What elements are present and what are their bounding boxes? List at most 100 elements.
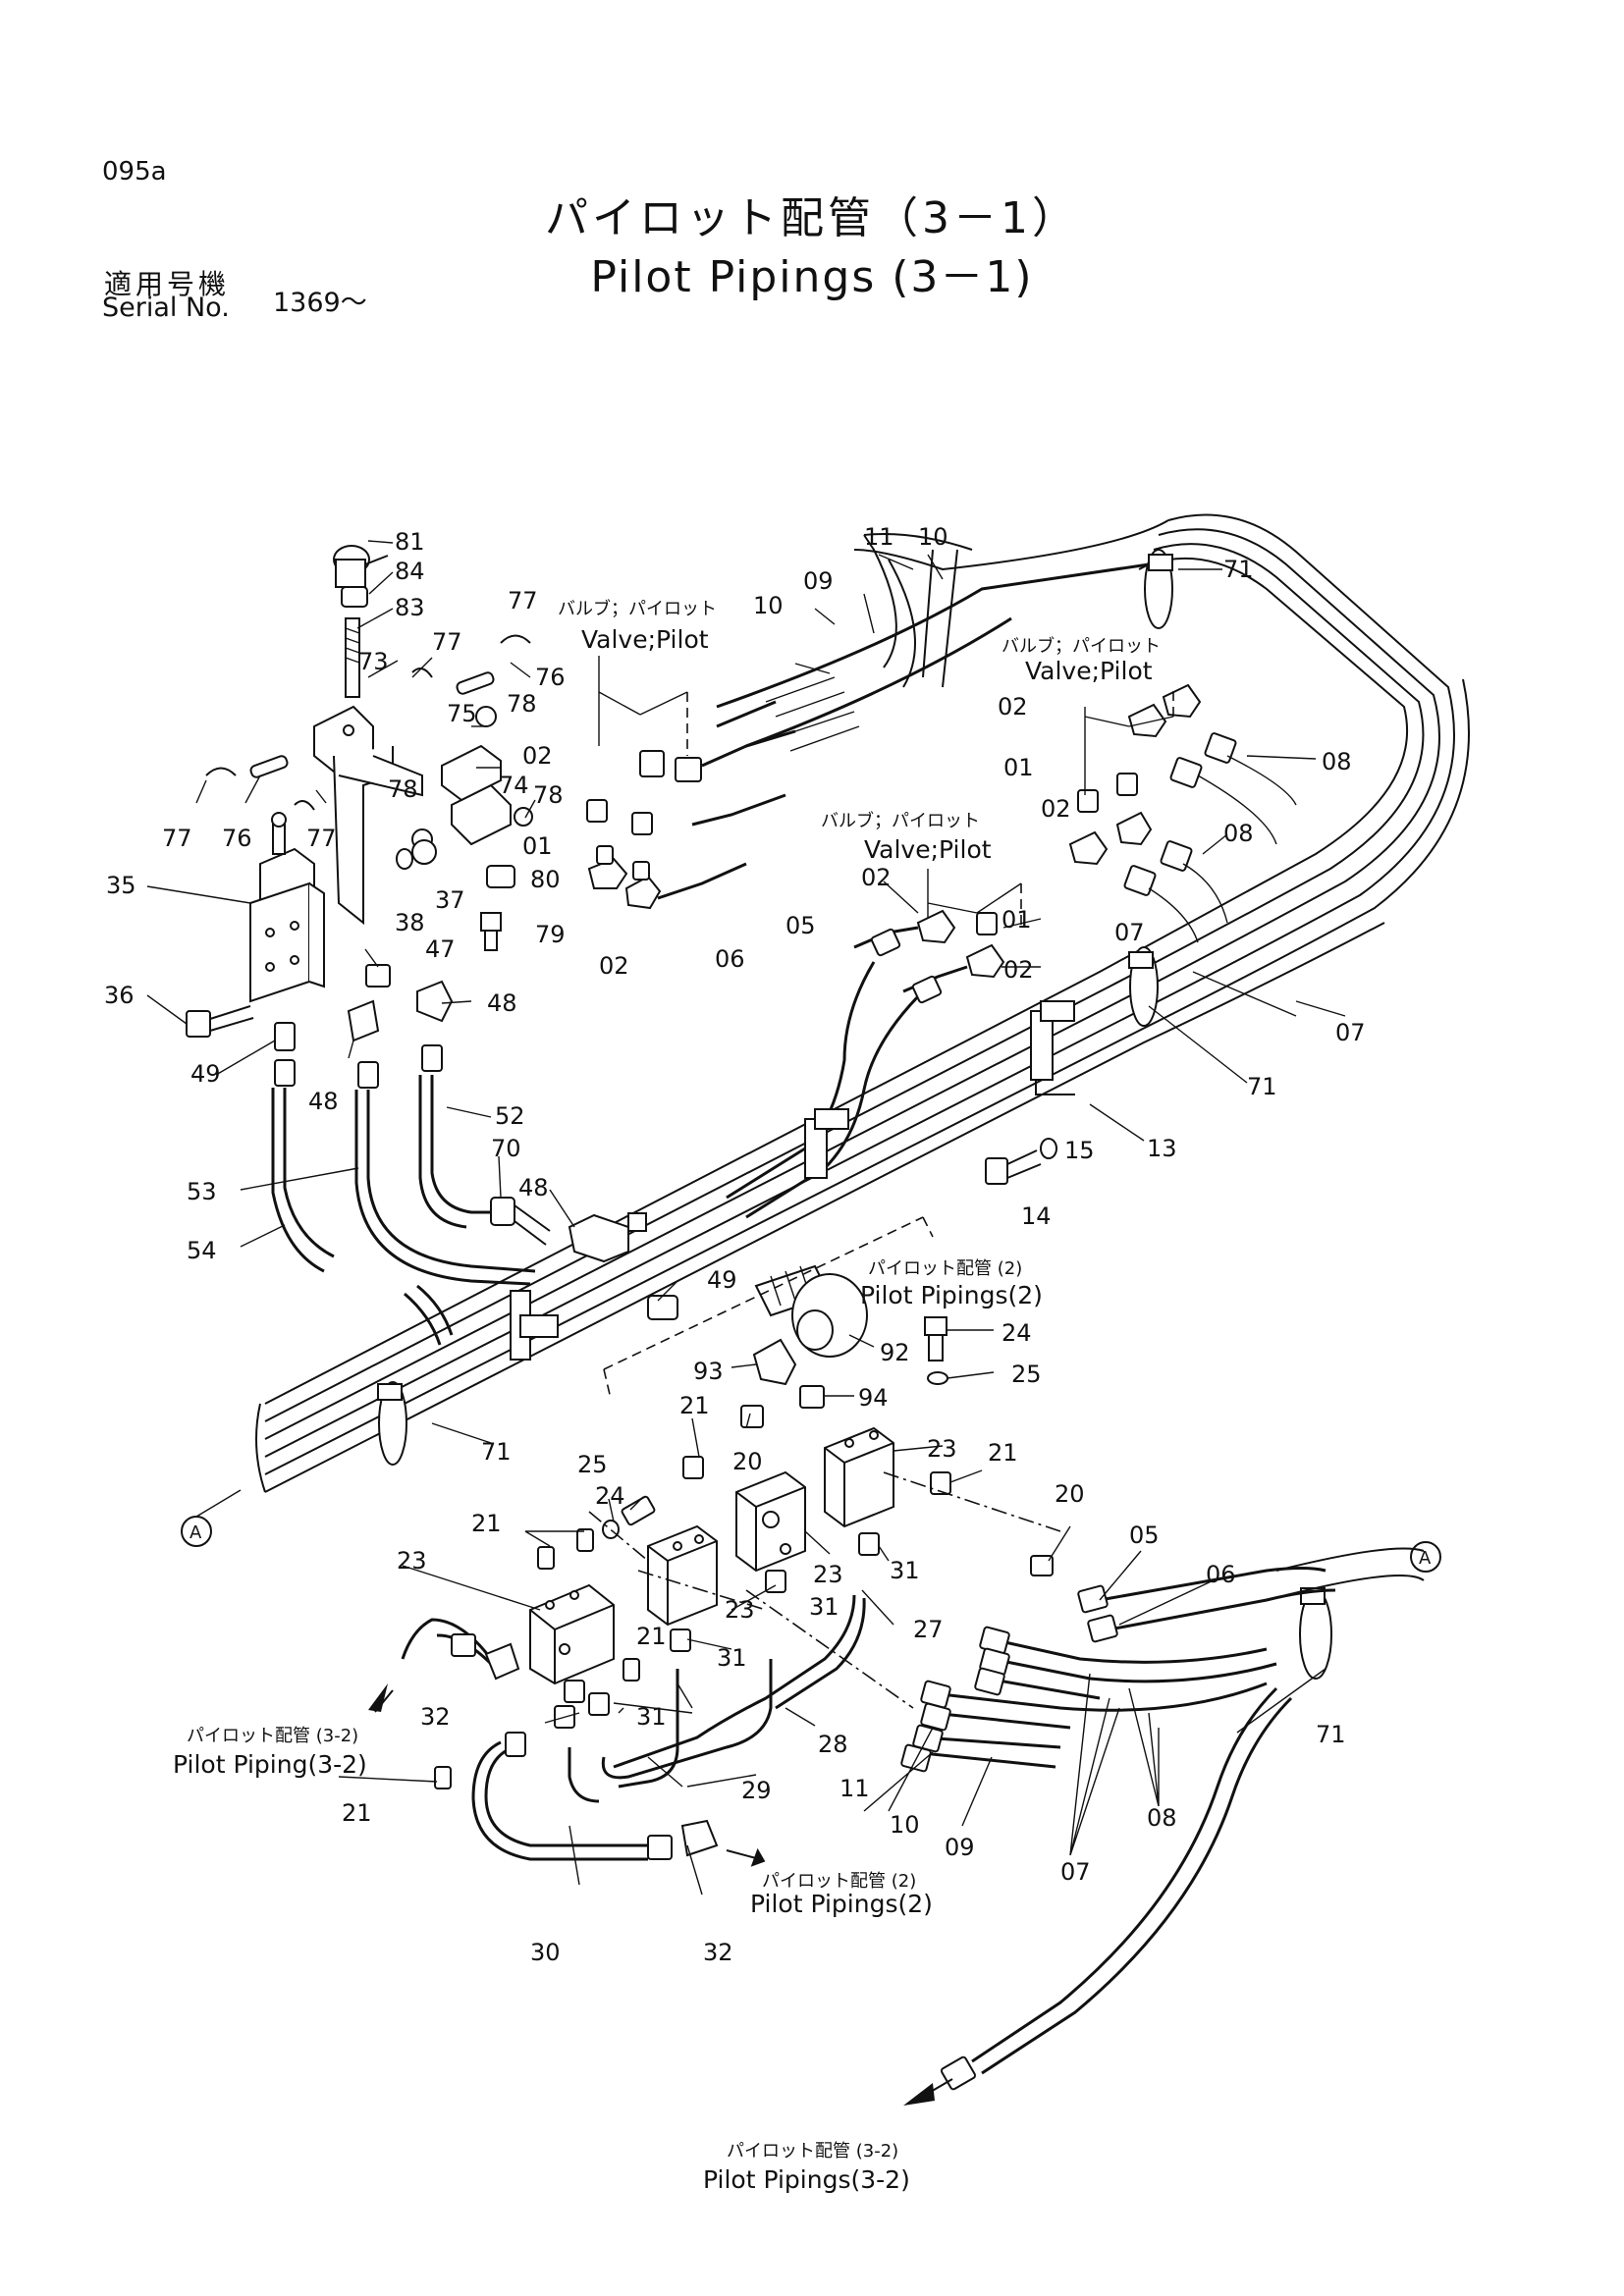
nut-84 xyxy=(341,586,368,608)
clamp-71-left xyxy=(377,1381,407,1466)
pilot-piping-3-2-jp: パイロット配管 (3-2) xyxy=(187,1726,358,1746)
fitting-49 xyxy=(274,1022,296,1051)
manifold-23-left xyxy=(529,1583,615,1685)
manifold-23-center xyxy=(735,1470,806,1573)
label-20-mid: 20 xyxy=(732,1448,763,1475)
fitting-94 xyxy=(799,1385,825,1409)
washer-25-upper xyxy=(927,1371,948,1385)
arrow-pilot-piping-3-2 xyxy=(368,1683,394,1713)
label-77-left: 77 xyxy=(162,825,192,852)
label-71-lower-right: 71 xyxy=(1316,1721,1346,1748)
label-48-lower: 48 xyxy=(518,1174,549,1201)
label-21-left: 21 xyxy=(471,1510,502,1537)
arrow-pilot-pipings-3-2 xyxy=(903,2078,953,2106)
label-23-right: 23 xyxy=(927,1435,957,1463)
fitting-47 xyxy=(365,964,391,988)
label-37: 37 xyxy=(435,886,465,914)
right-hose-ends xyxy=(900,1547,1425,1773)
label-23-left-mid: 23 xyxy=(725,1596,755,1624)
label-76-left: 76 xyxy=(222,825,252,852)
dashed-frame xyxy=(603,1216,934,1400)
label-71-mid: 71 xyxy=(1247,1073,1277,1100)
label-21-lower: 21 xyxy=(636,1623,667,1650)
valve-pilot-en-left: Valve;Pilot xyxy=(581,625,709,654)
label-93: 93 xyxy=(693,1358,724,1385)
label-21-right: 21 xyxy=(988,1439,1018,1467)
label-49-mid: 49 xyxy=(707,1266,737,1294)
label-08-lower: 08 xyxy=(1147,1804,1177,1832)
valve-pilot-en-right: Valve;Pilot xyxy=(1025,657,1153,685)
label-28: 28 xyxy=(818,1731,848,1758)
pilot-piping-3-2-en: Pilot Piping(3-2) xyxy=(173,1750,367,1779)
fittings-31 xyxy=(554,1532,880,1729)
callout-texts: バルブ；パイロット Valve;Pilot バルブ；パイロット Valve;Pi… xyxy=(173,598,1161,2194)
label-01-left: 01 xyxy=(522,832,553,860)
plugs-21 xyxy=(434,1456,951,1789)
page-title-en: Pilot Pipings (3－1) xyxy=(590,252,1034,302)
clamp-71-right xyxy=(1299,1587,1332,1680)
bolt-24-lower xyxy=(621,1495,656,1526)
knob-81 xyxy=(333,545,389,588)
label-02-right: 02 xyxy=(998,693,1028,721)
label-21-far-left: 21 xyxy=(342,1799,372,1827)
cap-92 xyxy=(791,1273,868,1358)
label-77-upper: 77 xyxy=(508,587,538,614)
nut-80 xyxy=(486,865,515,888)
pilot-pipings-2-jp-upper: パイロット配管 (2) xyxy=(868,1258,1022,1279)
valve-pilot-brackets xyxy=(598,656,1174,928)
block-75 xyxy=(441,744,502,802)
label-25-lower: 25 xyxy=(577,1451,608,1478)
manifold-23-left-mid xyxy=(647,1524,718,1627)
ref-a-right-label: A xyxy=(1419,1548,1432,1569)
label-11-top: 11 xyxy=(864,523,894,551)
label-78-top: 78 xyxy=(507,690,537,718)
label-75: 75 xyxy=(447,700,477,727)
label-81: 81 xyxy=(395,528,425,556)
label-71-top: 71 xyxy=(1223,556,1254,583)
pilot-fittings-left xyxy=(586,676,860,910)
label-07-lower: 07 xyxy=(1060,1858,1091,1886)
arrow-pilot-pipings-2 xyxy=(726,1847,766,1867)
pilot-pipings-3-2-jp-bottom: パイロット配管 (3-2) xyxy=(727,2141,898,2162)
pins-76 xyxy=(249,671,495,778)
label-14: 14 xyxy=(1021,1202,1052,1230)
page-id: 095a xyxy=(102,157,167,187)
label-92: 92 xyxy=(880,1339,910,1366)
bracket-13 xyxy=(1030,1000,1075,1095)
label-36: 36 xyxy=(104,982,135,1009)
label-01-right: 01 xyxy=(1003,754,1034,781)
long-hose-lower xyxy=(940,1686,1293,2091)
part-labels: 81 84 83 73 77 77 76 75 78 74 78 78 77 7… xyxy=(104,523,1366,1966)
label-31-left-mid: 31 xyxy=(717,1644,747,1672)
bolt-14 xyxy=(985,1149,1042,1185)
label-73: 73 xyxy=(358,648,389,675)
centerlines xyxy=(588,1471,1061,1709)
label-31-center: 31 xyxy=(809,1593,839,1621)
washer-38 xyxy=(396,848,413,870)
ref-a-left-label: A xyxy=(189,1522,202,1543)
label-77-top: 77 xyxy=(432,628,462,656)
label-10-lower: 10 xyxy=(890,1811,920,1839)
label-83: 83 xyxy=(395,594,425,621)
label-02-mid-left: 02 xyxy=(861,864,892,891)
label-30: 30 xyxy=(530,1939,561,1966)
manifold-23-right xyxy=(824,1426,894,1528)
label-02-upper-left: 02 xyxy=(522,742,553,770)
label-07-mid: 07 xyxy=(1114,919,1145,946)
serial-label-en: Serial No. xyxy=(102,293,230,323)
label-32-lower: 32 xyxy=(703,1939,733,1966)
elbow-93 xyxy=(752,1338,797,1386)
label-53: 53 xyxy=(187,1178,217,1205)
label-09-top: 09 xyxy=(803,567,834,595)
main-hose-bundle xyxy=(255,513,1470,1493)
label-47: 47 xyxy=(425,935,456,963)
label-78-mid: 78 xyxy=(533,781,564,809)
hoses-52-53-54 xyxy=(271,1044,536,1346)
washer-25-lower xyxy=(602,1520,620,1539)
label-35: 35 xyxy=(106,872,136,899)
label-48-left: 48 xyxy=(308,1088,339,1115)
label-09-lower: 09 xyxy=(945,1834,975,1861)
pilot-fittings-right xyxy=(1068,683,1297,943)
label-52: 52 xyxy=(495,1102,525,1130)
